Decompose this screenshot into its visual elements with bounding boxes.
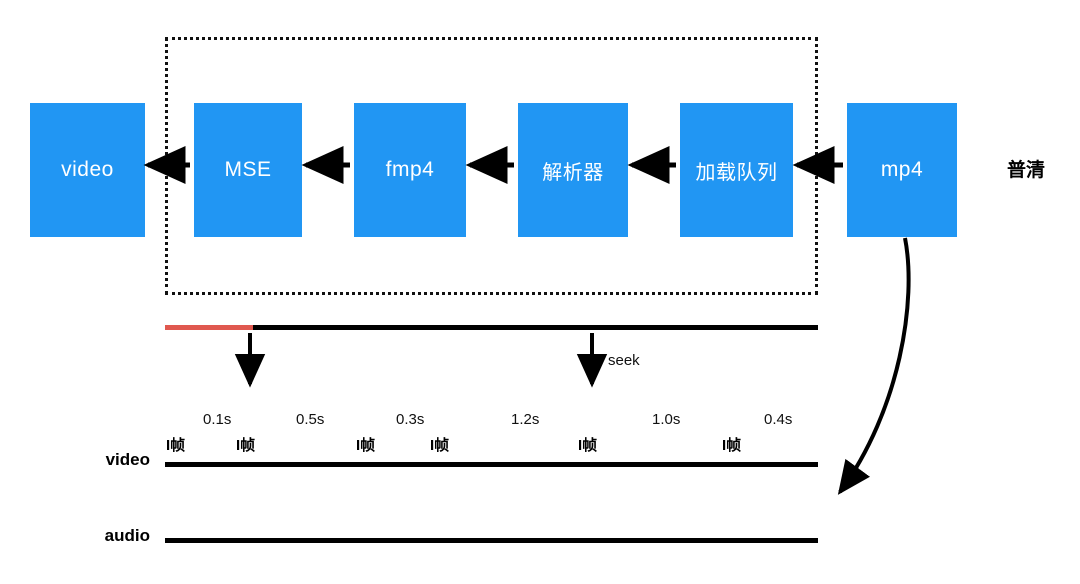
pipeline-box-5[interactable]: mp4 [847,103,957,237]
pipeline-box-label: 加载队列 [695,161,778,184]
pipeline-box-label: video [61,158,114,181]
audio-track-line [165,538,818,543]
pipeline-box-2[interactable]: fmp4 [354,103,466,237]
iframe-marker-1: I帧 [236,437,256,454]
iframe-marker-3: I帧 [430,437,450,454]
mp4-to-audio-curve [837,237,911,495]
pipeline-box-1[interactable]: MSE [194,103,302,237]
seek-label: seek [608,352,640,369]
timeline-down-arrows [234,333,608,388]
pipeline-box-label: fmp4 [385,158,435,181]
pipeline-box-0[interactable]: video [30,103,145,237]
video-track-label: video [105,450,150,469]
pipeline-box-3[interactable]: 解析器 [518,103,628,237]
iframe-marker-0: I帧 [166,437,186,454]
progress-bar-track[interactable] [165,325,818,330]
pipeline-box-label: MSE [224,158,272,181]
audio-track-label: audio [104,526,150,545]
gap-duration-5: 0.4s [764,411,793,428]
pipeline-box-4[interactable]: 加载队列 [680,103,793,237]
video-track-line [165,462,818,467]
iframe-marker-5: I帧 [722,437,742,454]
quality-label: 普清 [1007,160,1046,181]
iframe-marker-4: I帧 [578,437,598,454]
iframe-marker-2: I帧 [356,437,376,454]
pipeline-box-label: mp4 [880,158,924,181]
gap-duration-2: 0.3s [396,411,425,428]
pipeline-box-label: 解析器 [542,161,604,184]
gap-duration-4: 1.0s [652,411,681,428]
progress-bar-buffered [165,325,253,330]
gap-duration-1: 0.5s [296,411,325,428]
gap-duration-3: 1.2s [511,411,540,428]
gap-duration-0: 0.1s [203,411,232,428]
